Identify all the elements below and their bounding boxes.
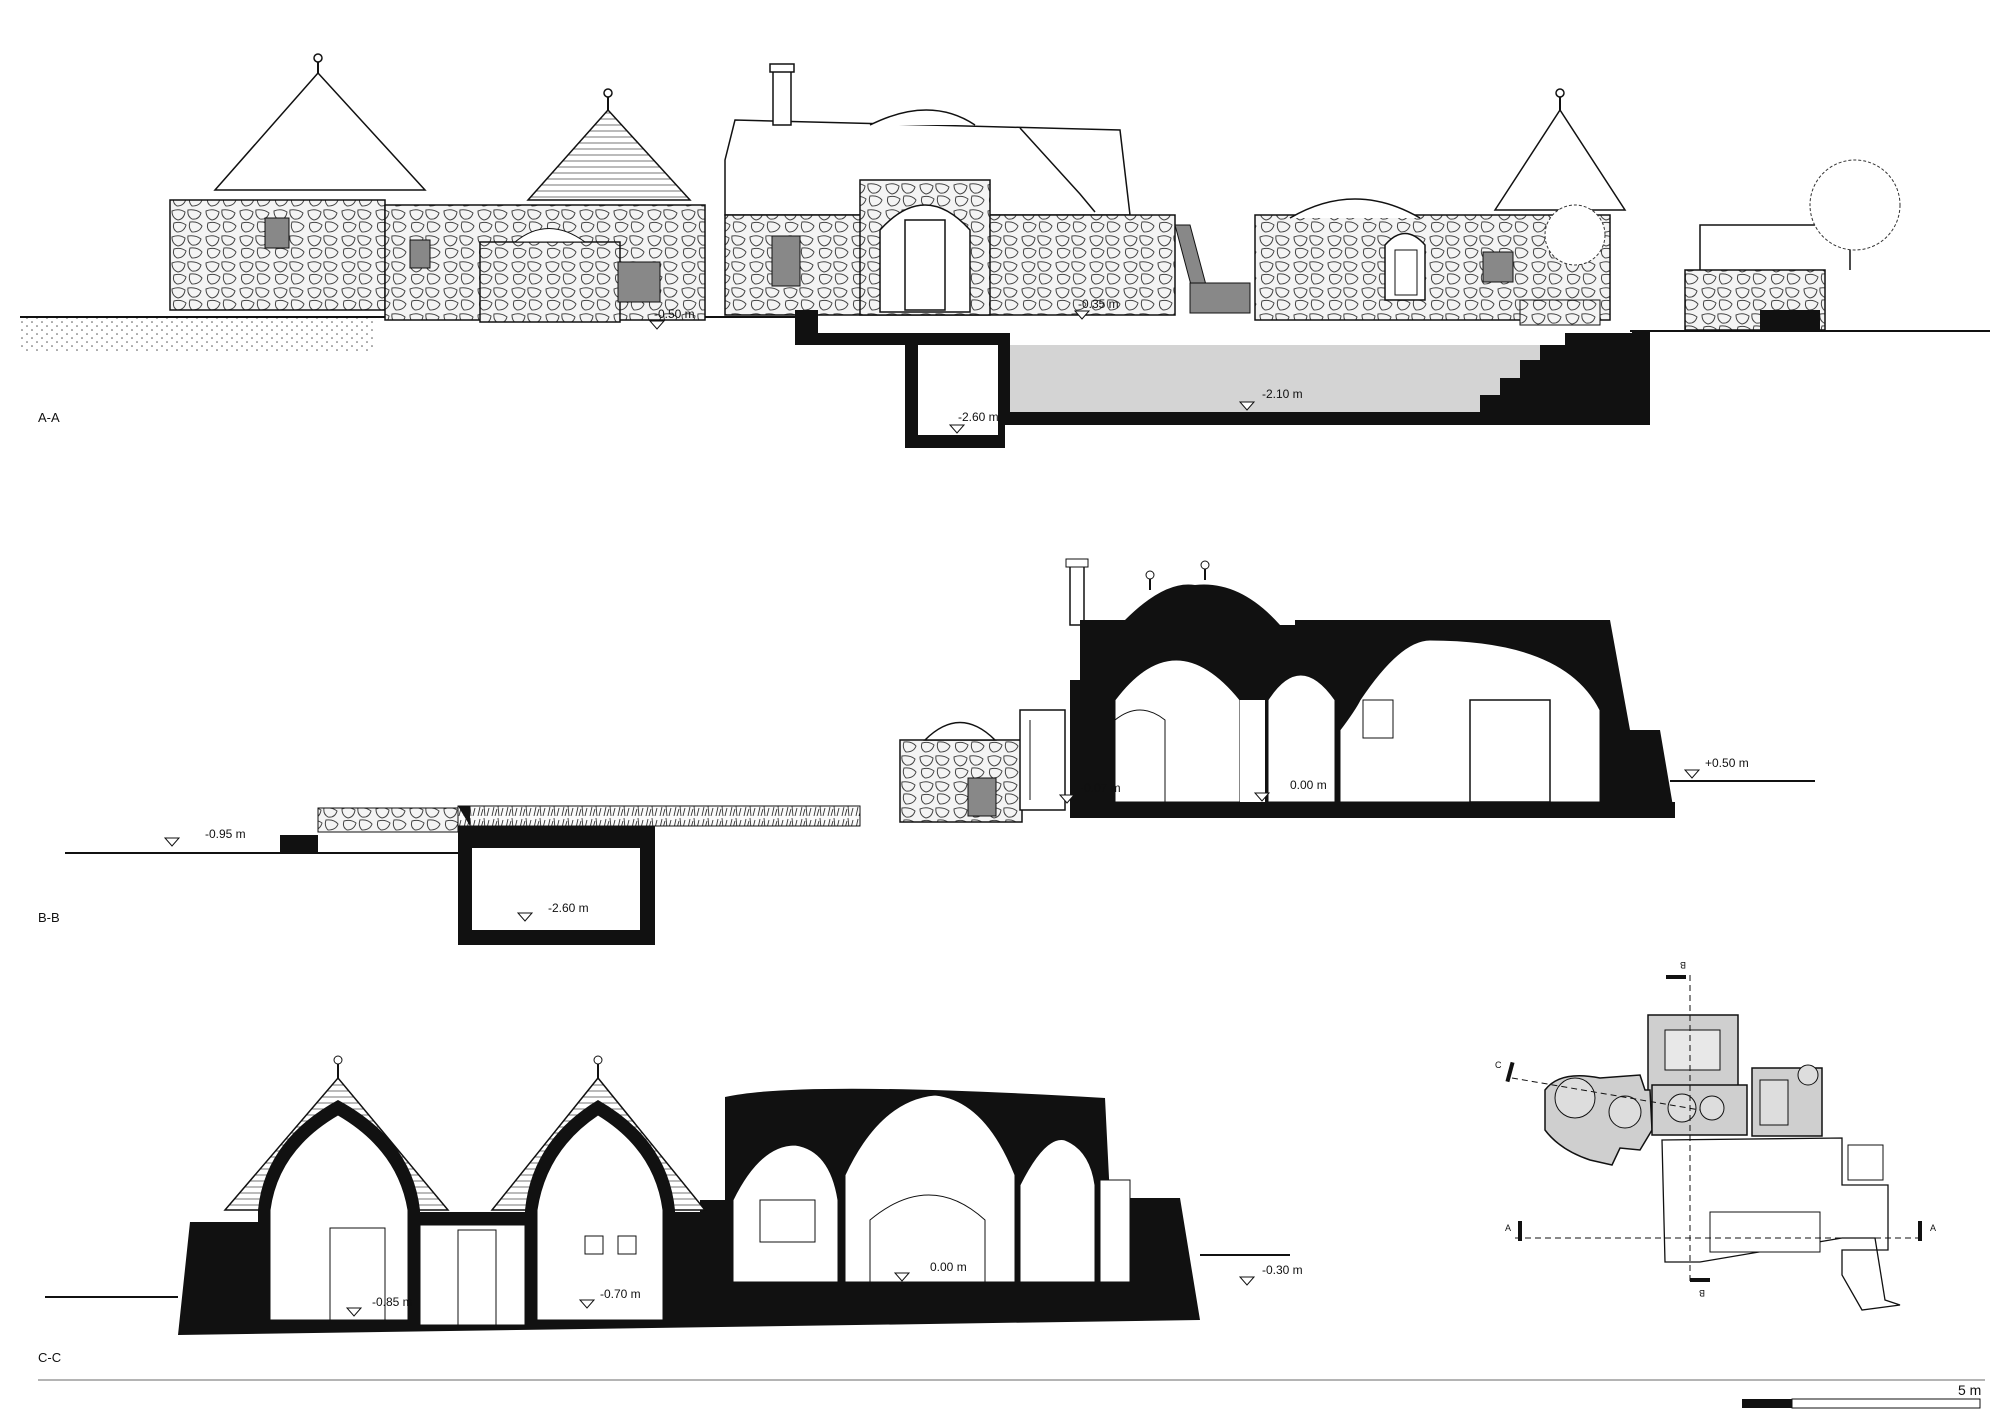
level-label: -2.60 m [958,410,999,424]
cistern-void [472,848,640,930]
trullo-left [169,53,427,311]
scale-bar-label: 5 m [1958,1382,1981,1398]
level-marker: -0.35 m [1073,297,1119,320]
key-plan: A A B B C [1495,960,1936,1311]
level-label: -2.10 m [1262,387,1303,401]
cut-marker-a-left: A [1505,1223,1511,1233]
section-b-b: -0.95 m -2.60 m -0.07 m 0.00 m +0.50 m B… [38,558,1815,945]
level-marker: -0.95 m [163,827,246,847]
right-buildings [1254,88,1901,332]
level-label: -0.35 m [1078,297,1119,311]
level-label: -0.30 m [1262,1263,1303,1277]
level-label: 0.00 m [930,1260,967,1274]
level-marker: -2.60 m [516,901,589,922]
scale-bar: 5 m [1742,1382,1981,1409]
level-marker: -0.85 m [345,1295,413,1317]
level-label: -0.07 m [1080,781,1121,795]
ground-block [280,835,318,853]
small-dome-building [899,709,1066,823]
trullo-section-2 [490,1055,707,1321]
cut-marker-b-top: B [1680,960,1686,970]
level-label: -0.70 m [600,1287,641,1301]
cistern-void [918,345,998,435]
pool-water [1010,345,1565,412]
level-marker: -2.10 m [1238,387,1303,411]
section-label-a: A-A [38,410,60,425]
cut-marker-b-bottom: B [1699,1288,1705,1298]
cut-marker-c: C [1495,1060,1502,1070]
central-block [724,63,1251,316]
planted-strip [457,805,861,827]
ground-texture [20,318,375,353]
level-label: -0.50 m [654,307,695,321]
vaulted-rooms-c [732,1094,1131,1283]
level-label: +0.50 m [1705,756,1749,770]
level-marker: -0.70 m [578,1287,641,1309]
level-marker: -0.30 m [1238,1263,1303,1286]
level-marker: 0.00 m [893,1260,967,1282]
level-label: 0.00 m [1290,778,1327,792]
level-label: -2.60 m [548,901,589,915]
level-label: -0.95 m [205,827,246,841]
vaulted-building-b [1040,558,1675,818]
level-marker: -2.60 m [948,410,999,434]
level-marker: 0.00 m [1253,778,1327,802]
level-label: -0.85 m [372,1295,413,1309]
level-marker: +0.50 m [1683,756,1749,779]
planted-terrace [317,807,459,833]
level-marker: -0.07 m [1058,781,1121,804]
trullo-middle [384,88,706,323]
section-c-c: -0.85 m -0.70 m 0.00 m -0.30 m C-C [38,1055,1303,1365]
section-label-c: C-C [38,1350,61,1365]
cut-marker-a-right: A [1930,1223,1936,1233]
section-label-b: B-B [38,910,60,925]
trullo-section-1 [223,1055,526,1326]
level-marker: -0.50 m [648,307,695,330]
pool-section [795,310,1650,448]
section-a-a: -0.50 m -0.35 m -2.60 m -2.10 m A-A [20,53,1990,448]
